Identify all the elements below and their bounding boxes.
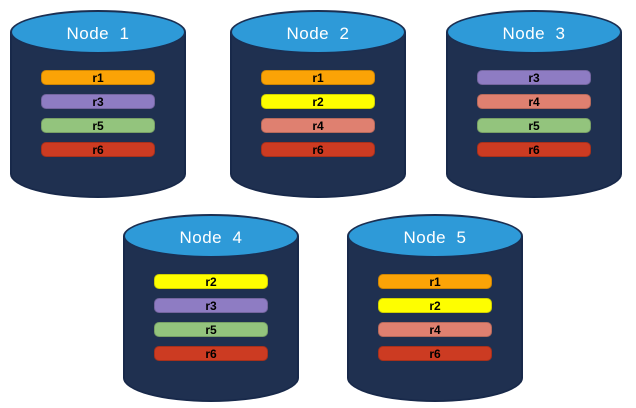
replica-label: r5 <box>205 322 217 337</box>
replica-list: r1 r2 r4 r6 <box>261 70 375 166</box>
replica-label: r6 <box>205 346 217 361</box>
replica-bar: r6 <box>41 142 155 157</box>
replica-label: r5 <box>92 118 104 133</box>
replica-bar: r4 <box>378 322 492 337</box>
cylinder-body <box>347 236 523 402</box>
replica-label: r2 <box>205 274 217 289</box>
replica-bar: r1 <box>261 70 375 85</box>
cylinder-body <box>123 236 299 402</box>
replica-label: r2 <box>312 94 324 109</box>
cylinder-top: Node 5 <box>347 214 523 258</box>
cylinder-body <box>10 32 186 198</box>
replica-bar: r6 <box>477 142 591 157</box>
replica-list: r3 r4 r5 r6 <box>477 70 591 166</box>
replica-bar: r3 <box>477 70 591 85</box>
replica-bar: r6 <box>378 346 492 361</box>
replica-bar: r1 <box>378 274 492 289</box>
replica-bar: r5 <box>477 118 591 133</box>
replica-label: r1 <box>92 70 104 85</box>
replica-list: r1 r3 r5 r6 <box>41 70 155 166</box>
replica-bar: r5 <box>154 322 268 337</box>
replica-label: r5 <box>528 118 540 133</box>
replica-label: r6 <box>528 142 540 157</box>
node-title: Node 1 <box>66 23 130 43</box>
cylinder-top: Node 1 <box>10 10 186 54</box>
node-cylinder-5: Node 5 r1 r2 r4 r6 <box>347 214 523 402</box>
replica-bar: r6 <box>154 346 268 361</box>
cylinder-top: Node 2 <box>230 10 406 54</box>
replica-label: r2 <box>429 298 441 313</box>
node-cylinder-2: Node 2 r1 r2 r4 r6 <box>230 10 406 198</box>
replica-bar: r3 <box>41 94 155 109</box>
replica-label: r1 <box>312 70 324 85</box>
node-cylinder-4: Node 4 r2 r3 r5 r6 <box>123 214 299 402</box>
replica-label: r6 <box>312 142 324 157</box>
replica-bar: r4 <box>261 118 375 133</box>
cylinder-top: Node 4 <box>123 214 299 258</box>
replica-bar: r6 <box>261 142 375 157</box>
node-title: Node 3 <box>502 23 566 43</box>
replica-bar: r1 <box>41 70 155 85</box>
replica-label: r6 <box>429 346 441 361</box>
replica-label: r6 <box>92 142 104 157</box>
replica-bar: r2 <box>154 274 268 289</box>
replica-label: r3 <box>528 70 540 85</box>
replica-label: r3 <box>205 298 217 313</box>
replica-bar: r2 <box>378 298 492 313</box>
node-title: Node 5 <box>403 227 467 247</box>
node-cylinder-1: Node 1 r1 r3 r5 r6 <box>10 10 186 198</box>
node-title: Node 2 <box>286 23 350 43</box>
replica-bar: r5 <box>41 118 155 133</box>
replica-label: r4 <box>528 94 540 109</box>
replica-bar: r3 <box>154 298 268 313</box>
cylinder-body <box>230 32 406 198</box>
replica-bar: r4 <box>477 94 591 109</box>
cylinder-body <box>446 32 622 198</box>
cylinder-top: Node 3 <box>446 10 622 54</box>
replica-list: r2 r3 r5 r6 <box>154 274 268 370</box>
replica-list: r1 r2 r4 r6 <box>378 274 492 370</box>
replica-bar: r2 <box>261 94 375 109</box>
replica-label: r1 <box>429 274 441 289</box>
replica-label: r4 <box>312 118 324 133</box>
node-title: Node 4 <box>179 227 243 247</box>
replica-label: r4 <box>429 322 441 337</box>
replica-label: r3 <box>92 94 104 109</box>
node-cylinder-3: Node 3 r3 r4 r5 r6 <box>446 10 622 198</box>
